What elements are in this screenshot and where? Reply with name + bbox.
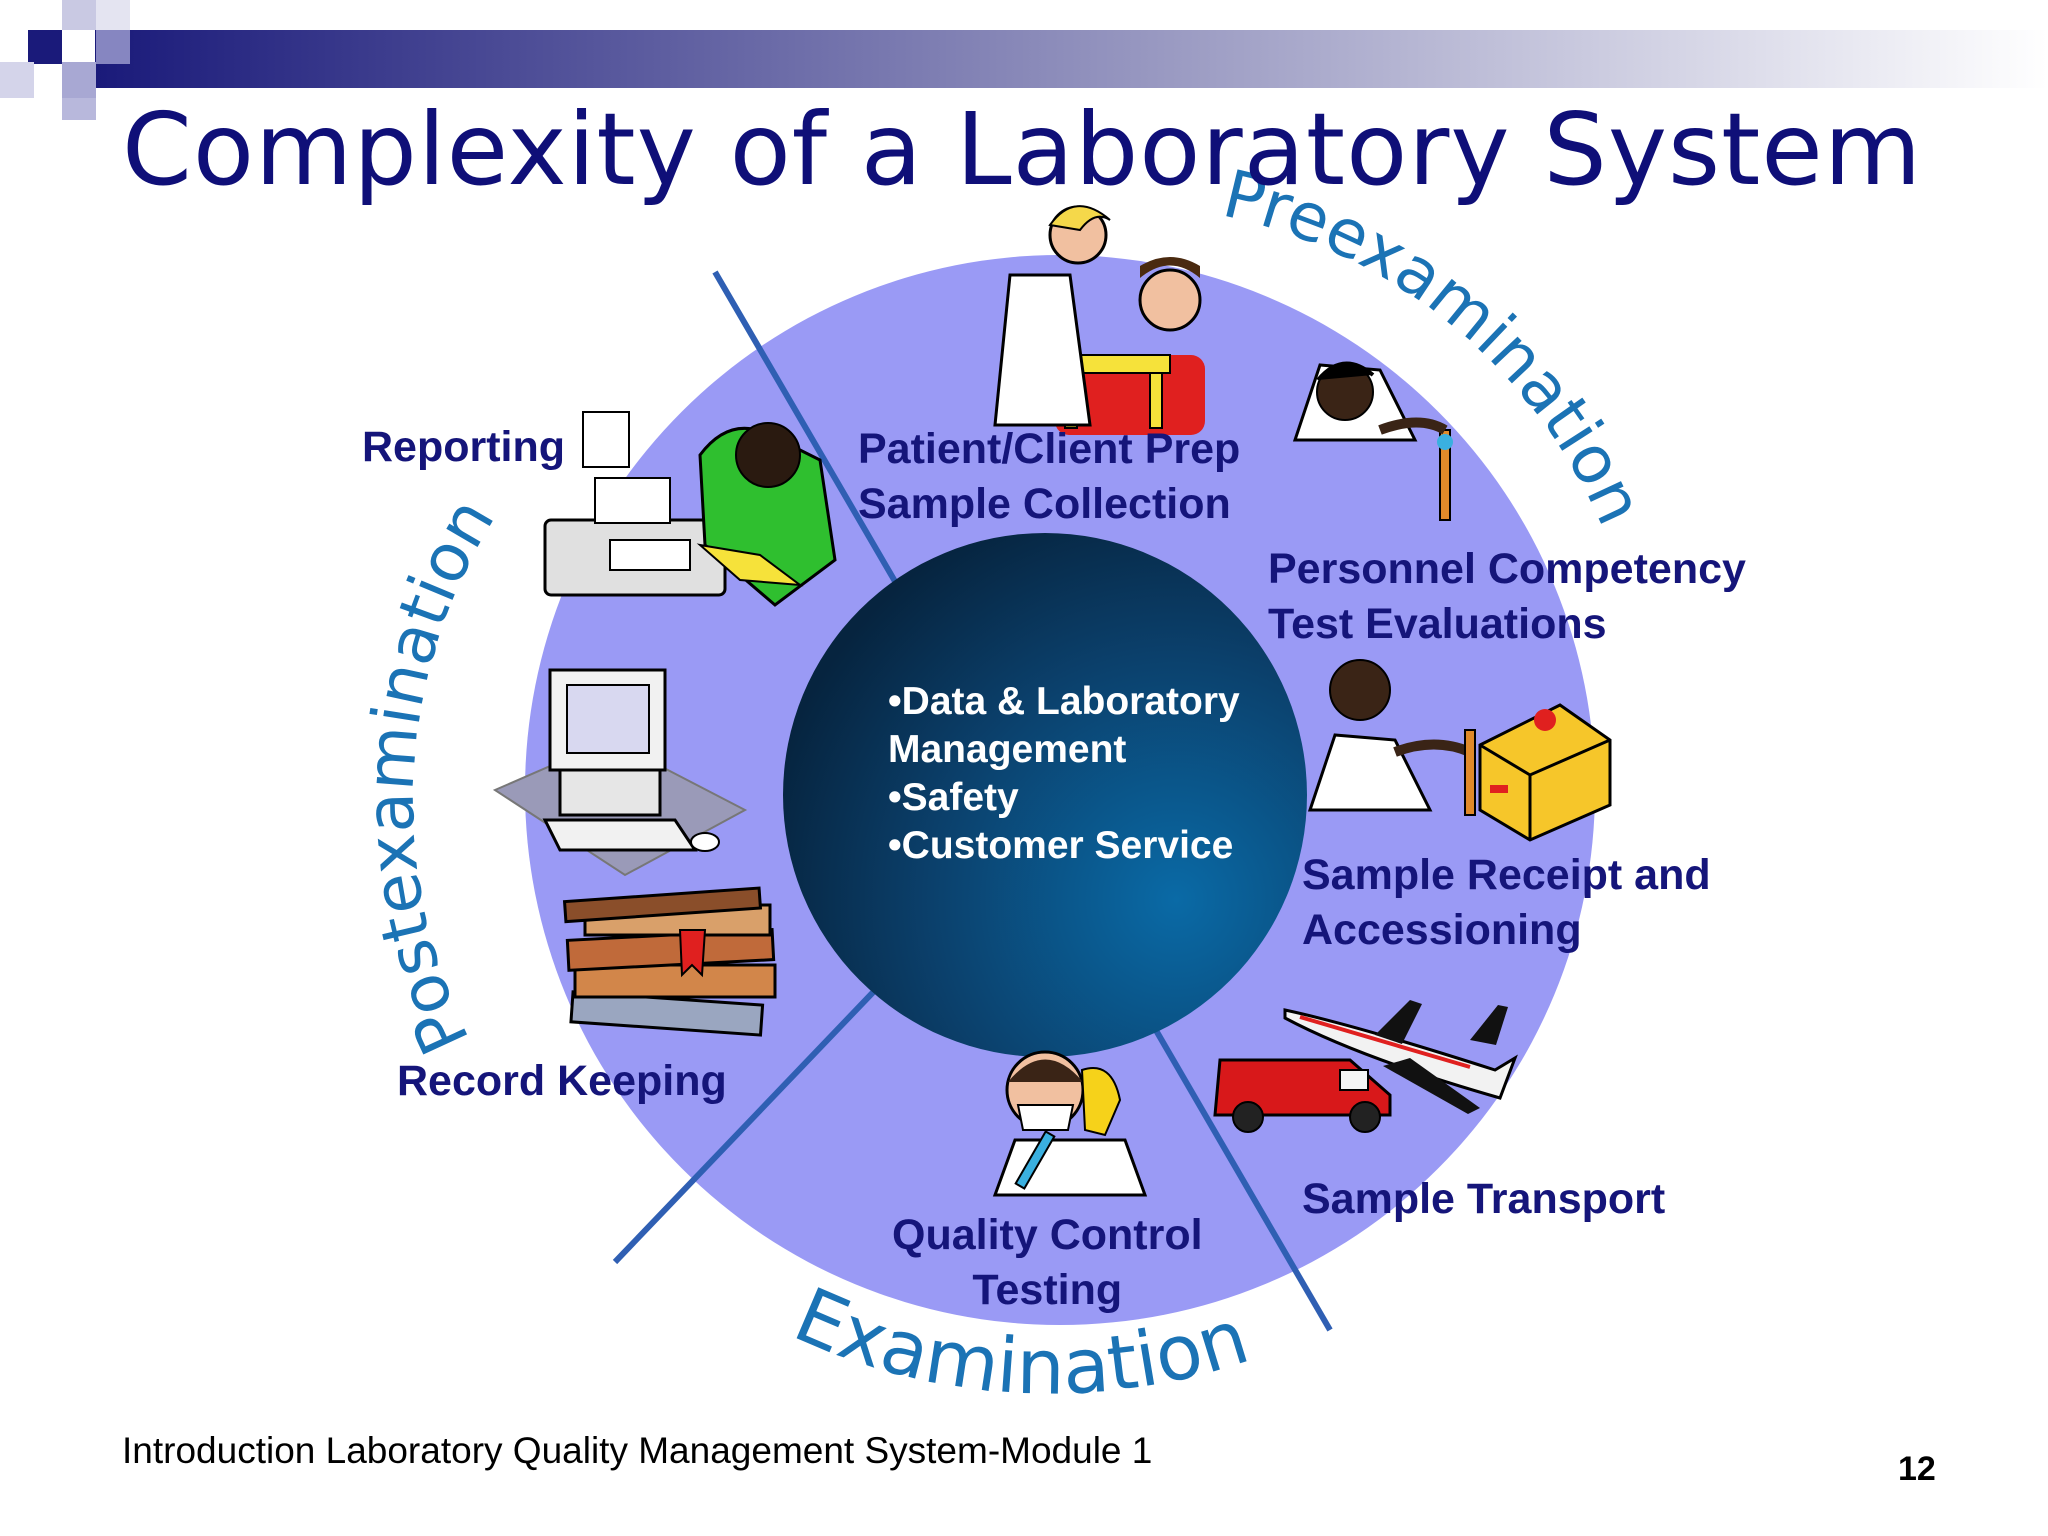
- record-keeping-label: Record Keeping: [397, 1057, 727, 1105]
- center-item: •Data & Laboratory: [888, 680, 1240, 723]
- phone-fax-icon: [543, 411, 837, 607]
- footer-text: Introduction Laboratory Quality Manageme…: [122, 1430, 1153, 1471]
- phase-dividers: [612, 270, 1333, 1332]
- airplane-icon: [1283, 1000, 1518, 1114]
- patient-prep-label: Patient/Client Prep Sample Collection: [858, 425, 1241, 528]
- van-icon: [1213, 1058, 1392, 1133]
- phase-post-label: Postexamination: [351, 485, 509, 1066]
- books-icon: [562, 886, 777, 1037]
- center-item: •Safety: [888, 776, 1019, 819]
- scientist-box-icon: [1307, 659, 1612, 842]
- lab-worker-mask-icon: [992, 1050, 1148, 1197]
- reporting-label: Reporting: [362, 423, 566, 471]
- computer-icon: [492, 668, 748, 877]
- sample-transport-label: Sample Transport: [1302, 1175, 1666, 1223]
- personnel-competency-label: Personnel Competency Test Evaluations: [1268, 545, 1746, 648]
- center-hub: [783, 533, 1307, 1057]
- page-number: 12: [1898, 1450, 1936, 1488]
- sample-receipt-label: Sample Receipt and Accessioning: [1302, 851, 1711, 954]
- page-title: Complexity of a Laboratory System: [122, 91, 1923, 208]
- nurse-patient-icon: [993, 205, 1205, 435]
- center-item: •Customer Service: [888, 824, 1234, 867]
- scientist-pipette-icon: [1292, 361, 1453, 521]
- quality-control-label: Quality Control Testing: [892, 1211, 1203, 1314]
- center-items: •Data & Laboratory Management •Safety •C…: [888, 678, 1240, 870]
- header-decoration: [0, 0, 2048, 120]
- center-item: Management: [888, 728, 1127, 771]
